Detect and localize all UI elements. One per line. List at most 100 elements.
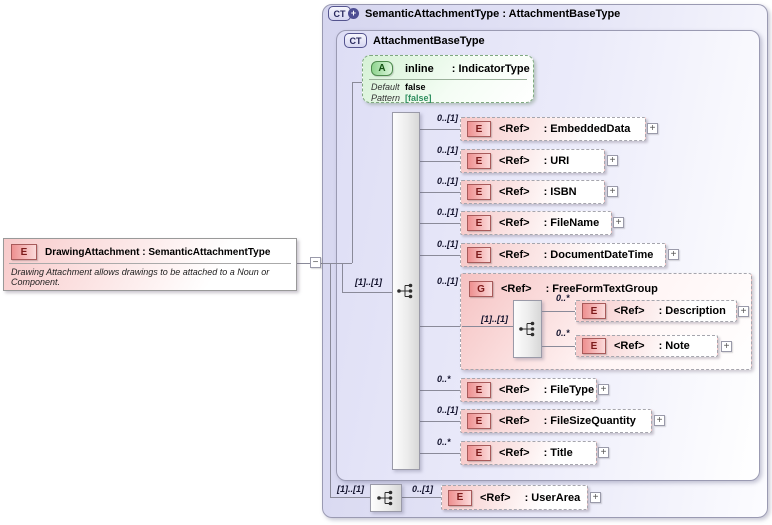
- element-icon: E: [467, 121, 491, 137]
- element-title[interactable]: E <Ref> : Title: [460, 441, 597, 465]
- expand-icon[interactable]: [598, 384, 609, 395]
- connector-line: [420, 192, 460, 193]
- element-icon: E: [582, 338, 606, 354]
- attribute-type: : IndicatorType: [451, 62, 530, 75]
- expand-icon[interactable]: [647, 123, 658, 134]
- group-ref: <Ref>: [501, 283, 532, 295]
- drawingattachment-element[interactable]: E DrawingAttachment : SemanticAttachment…: [3, 238, 297, 291]
- connector-line: [352, 82, 353, 263]
- attribute-name: inline: [405, 62, 434, 75]
- sequence-compositor-bar[interactable]: [392, 112, 420, 470]
- expand-icon[interactable]: [598, 447, 609, 458]
- sequence-icon: [376, 489, 396, 507]
- facet-value: false: [405, 82, 426, 92]
- element-userarea[interactable]: E <Ref> : UserArea: [441, 485, 588, 510]
- cardinality-label: 0..*: [437, 437, 451, 447]
- element-name: : EmbeddedData: [543, 123, 631, 135]
- connector-line: [420, 390, 460, 391]
- element-ref: <Ref>: [614, 340, 645, 352]
- expand-icon[interactable]: [590, 492, 601, 503]
- divider: [9, 263, 291, 264]
- attribute-header: A inline : IndicatorType: [363, 56, 533, 76]
- cardinality-label: [1]..[1]: [337, 484, 364, 494]
- cardinality-label: 0..*: [437, 374, 451, 384]
- connector-line: [542, 346, 575, 347]
- element-name: : FileName: [543, 217, 600, 229]
- sequence-icon: [518, 320, 538, 338]
- element-ref: <Ref>: [499, 249, 530, 261]
- element-icon: E: [467, 382, 491, 398]
- connector-line: [352, 82, 362, 83]
- element-icon: E: [467, 445, 491, 461]
- element-ref: <Ref>: [614, 305, 645, 317]
- attribute-inline-box[interactable]: A inline : IndicatorType Default false P…: [362, 55, 534, 103]
- element-description[interactable]: E <Ref> : Description: [575, 300, 737, 322]
- outer-container-title: SemanticAttachmentType : AttachmentBaseT…: [365, 7, 621, 20]
- element-ref: <Ref>: [499, 123, 530, 135]
- connector-line: [297, 263, 352, 264]
- connector-line: [342, 292, 392, 293]
- element-description: Drawing Attachment allows drawings to be…: [11, 267, 270, 287]
- element-ref: <Ref>: [499, 415, 530, 427]
- element-ref: <Ref>: [499, 384, 530, 396]
- connector-line: [462, 326, 513, 327]
- cardinality-label: 0..[1]: [437, 145, 459, 155]
- element-icon: E: [467, 153, 491, 169]
- cardinality-label: 0..*: [556, 328, 570, 338]
- group-sequence-bar[interactable]: [513, 300, 542, 358]
- expand-icon[interactable]: [738, 306, 749, 317]
- cardinality-label: 0..[1]: [412, 484, 434, 494]
- element-ref: <Ref>: [499, 447, 530, 459]
- cardinality-label: 0..*: [556, 293, 570, 303]
- attribute-icon: A: [371, 61, 393, 76]
- connector-line: [420, 421, 460, 422]
- element-icon: E: [467, 184, 491, 200]
- facet-value: [false]: [405, 93, 432, 103]
- element-ref: <Ref>: [499, 155, 530, 167]
- complextype-badge: CT: [344, 33, 367, 48]
- connector-line: [330, 263, 331, 497]
- element-note[interactable]: E <Ref> : Note: [575, 335, 718, 357]
- element-name: : DocumentDateTime: [543, 249, 654, 261]
- facet-label: Default: [371, 82, 400, 92]
- connector-line: [420, 453, 460, 454]
- connector-line: [402, 497, 441, 498]
- element-uri[interactable]: E <Ref> : URI: [460, 149, 605, 173]
- element-header: E DrawingAttachment : SemanticAttachment…: [4, 239, 296, 260]
- facet-label: Pattern: [371, 93, 401, 103]
- sequence-icon: [396, 282, 416, 300]
- element-icon: E: [11, 244, 37, 260]
- element-name: : URI: [543, 155, 570, 167]
- element-filetype[interactable]: E <Ref> : FileType: [460, 378, 597, 402]
- expand-icon[interactable]: [654, 415, 665, 426]
- element-documentdatetime[interactable]: E <Ref> : DocumentDateTime: [460, 243, 666, 267]
- element-icon: E: [448, 489, 472, 506]
- connector-line: [420, 129, 460, 130]
- element-icon: E: [582, 303, 606, 319]
- element-isbn[interactable]: E <Ref> : ISBN: [460, 180, 605, 204]
- cardinality-label: 0..[1]: [437, 276, 459, 286]
- element-embeddeddata[interactable]: E <Ref> : EmbeddedData: [460, 117, 646, 141]
- inner-container-title: AttachmentBaseType: [373, 34, 485, 47]
- element-name: : Title: [543, 447, 573, 459]
- element-filesizequantity[interactable]: E <Ref> : FileSizeQuantity: [460, 409, 652, 433]
- expand-icon[interactable]: [607, 186, 618, 197]
- cardinality-label: 0..[1]: [437, 239, 459, 249]
- connector-line: [420, 326, 460, 327]
- extension-sequence-box[interactable]: [370, 484, 402, 512]
- facet-default: Default false: [363, 82, 533, 93]
- element-icon: E: [467, 413, 491, 429]
- expand-icon[interactable]: [613, 217, 624, 228]
- expand-icon[interactable]: [607, 155, 618, 166]
- inner-container-header: CT AttachmentBaseType: [344, 33, 485, 48]
- element-ref: <Ref>: [499, 186, 530, 198]
- expand-icon[interactable]: [721, 341, 732, 352]
- expand-icon[interactable]: [668, 249, 679, 260]
- element-filename[interactable]: E <Ref> : FileName: [460, 211, 612, 235]
- collapse-icon[interactable]: [310, 257, 321, 268]
- element-name: : UserArea: [524, 491, 581, 504]
- facet-pattern: Pattern [false]: [363, 93, 533, 104]
- element-name: : Description: [658, 305, 726, 317]
- connector-line: [420, 223, 460, 224]
